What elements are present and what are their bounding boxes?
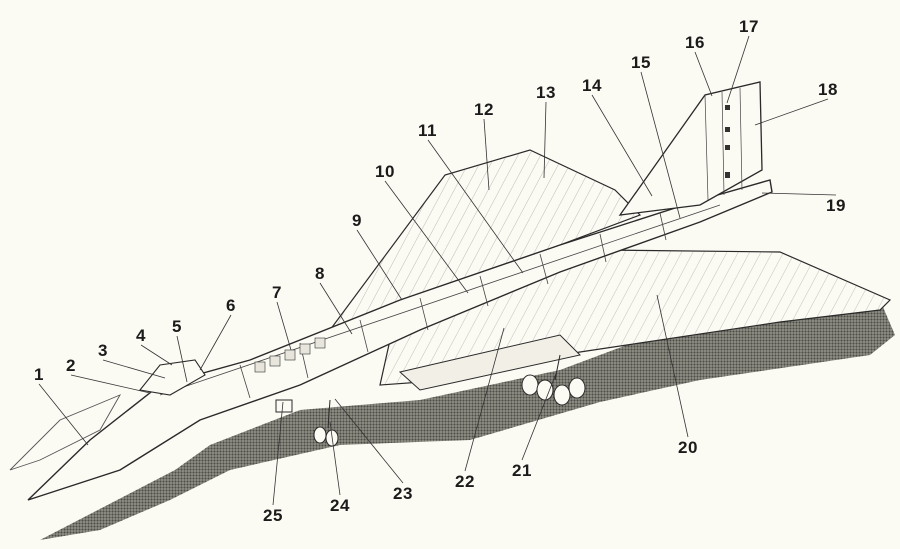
leader-line-4 [140, 344, 173, 366]
callout-21: 21 [512, 461, 532, 480]
callout-15: 15 [631, 53, 651, 72]
leader-line-5 [176, 335, 188, 383]
leader-line-17 [726, 35, 750, 104]
leader-line-6 [199, 314, 232, 371]
callout-16: 16 [685, 33, 705, 52]
drooped-nose-ghost [9, 394, 122, 471]
leader-line-1 [38, 383, 89, 446]
leader-line-23 [334, 398, 404, 484]
leader-line-16 [694, 51, 713, 97]
callout-6: 6 [226, 296, 236, 315]
vertical-tail [618, 81, 763, 216]
leader-line-20 [656, 294, 689, 438]
callout-1: 1 [34, 365, 44, 384]
callout-12: 12 [474, 100, 494, 119]
callout-11: 11 [418, 121, 437, 140]
leader-line-13 [543, 101, 547, 179]
callout-18: 18 [818, 80, 838, 99]
callout-19: 19 [826, 196, 846, 215]
leader-line-21 [521, 370, 558, 461]
callout-9: 9 [352, 211, 362, 230]
leader-line-15 [640, 71, 681, 219]
leader-line-22 [464, 327, 505, 472]
leader-line-2 [70, 374, 151, 394]
ground-shadow [40, 300, 895, 540]
callout-2: 2 [66, 356, 76, 375]
leader-line-9 [356, 229, 403, 301]
callout-10: 10 [375, 162, 395, 181]
leader-line-14 [591, 94, 653, 197]
callout-8: 8 [315, 264, 325, 283]
fuselage [27, 179, 773, 501]
leader-line-12 [483, 118, 490, 191]
leader-line-11 [427, 139, 524, 274]
callout-20: 20 [678, 438, 698, 457]
callout-4: 4 [136, 326, 146, 345]
tail-ribs [704, 87, 743, 201]
nose-gear-bay [275, 399, 293, 413]
callout-17: 17 [739, 17, 759, 36]
callout-leader-lines [38, 35, 837, 506]
leader-line-25 [272, 401, 284, 506]
leader-line-7 [276, 301, 292, 351]
callout-3: 3 [98, 341, 108, 360]
fuselage-frames [159, 204, 721, 399]
leader-line-3 [102, 359, 166, 379]
engine-nacelles [398, 334, 582, 391]
leader-line-10 [384, 180, 469, 294]
callout-22: 22 [455, 472, 475, 491]
main-landing-gear [521, 354, 586, 406]
callout-7: 7 [272, 283, 282, 302]
leader-line-8 [319, 282, 353, 335]
callout-13: 13 [536, 83, 556, 102]
leader-line-24 [329, 421, 341, 496]
callout-14: 14 [582, 76, 602, 95]
leader-line-19 [761, 192, 837, 196]
leader-line-18 [754, 98, 829, 126]
cockpit-canopy [138, 359, 206, 396]
cabin-seats [254, 337, 326, 373]
callout-5: 5 [172, 317, 182, 336]
callout-25: 25 [263, 506, 283, 525]
tail-hatches [725, 105, 730, 178]
callout-24: 24 [330, 496, 350, 515]
callout-23: 23 [393, 484, 413, 503]
